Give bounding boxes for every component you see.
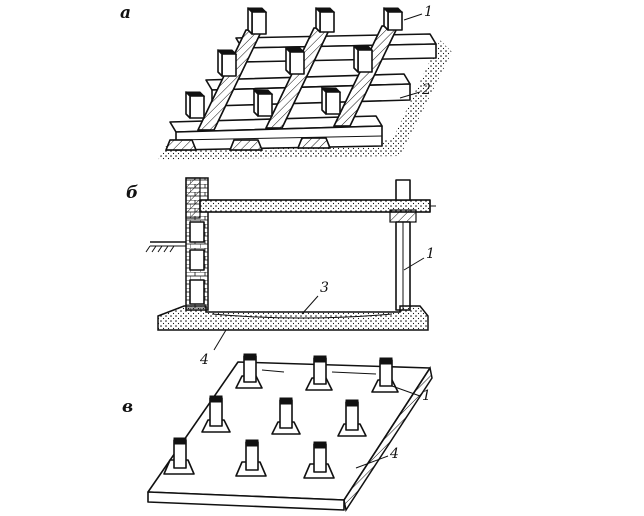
- panel-a-leader-1: [403, 13, 423, 21]
- panel-v-callout-1: 1: [422, 388, 431, 404]
- panel-a-transverse-beams: [197, 25, 399, 131]
- panel-v-leader-1: [391, 385, 421, 397]
- panel-a: а: [120, 3, 452, 160]
- panel-b-column: [395, 179, 411, 311]
- panel-a-leader-2: [399, 91, 421, 99]
- panel-b-left-wall: [185, 177, 209, 311]
- panel-v-column: [163, 437, 195, 475]
- panel-v-column: [303, 441, 335, 479]
- panel-b-callout-3: 3: [320, 280, 329, 296]
- panel-b-leader-3: [301, 295, 319, 315]
- panel-b-ground: [145, 241, 186, 253]
- panel-v-column: [235, 353, 263, 389]
- panel-v-column: [371, 357, 399, 393]
- panel-b: б: [126, 177, 436, 368]
- panel-v-columns: [163, 353, 399, 479]
- panel-a-columns: [184, 7, 404, 119]
- panel-v-leader-4: [355, 455, 389, 469]
- panel-v-column: [271, 397, 301, 435]
- panel-a-callout-2: 2: [421, 82, 431, 98]
- panel-v-column: [235, 439, 267, 477]
- panel-v-column: [305, 355, 333, 391]
- panel-b-floor-slab: [199, 199, 436, 223]
- panel-b-foundation-slab: [157, 305, 429, 331]
- panel-b-callout-4: 4: [199, 352, 209, 368]
- panel-v-column: [337, 399, 367, 437]
- panel-a-footings: [165, 137, 331, 151]
- panel-v-column: [201, 395, 231, 433]
- panel-a-letter: а: [120, 3, 131, 23]
- panel-b-leader-1: [403, 257, 425, 271]
- panel-b-callout-1: 1: [426, 246, 435, 262]
- panel-v-callout-4: 4: [389, 446, 399, 462]
- panel-a-callout-1: 1: [424, 4, 433, 20]
- panel-b-leader-4: [213, 329, 227, 351]
- panel-v: в: [122, 353, 433, 512]
- panel-v-letter: в: [122, 397, 133, 417]
- panel-b-letter: б: [126, 183, 138, 203]
